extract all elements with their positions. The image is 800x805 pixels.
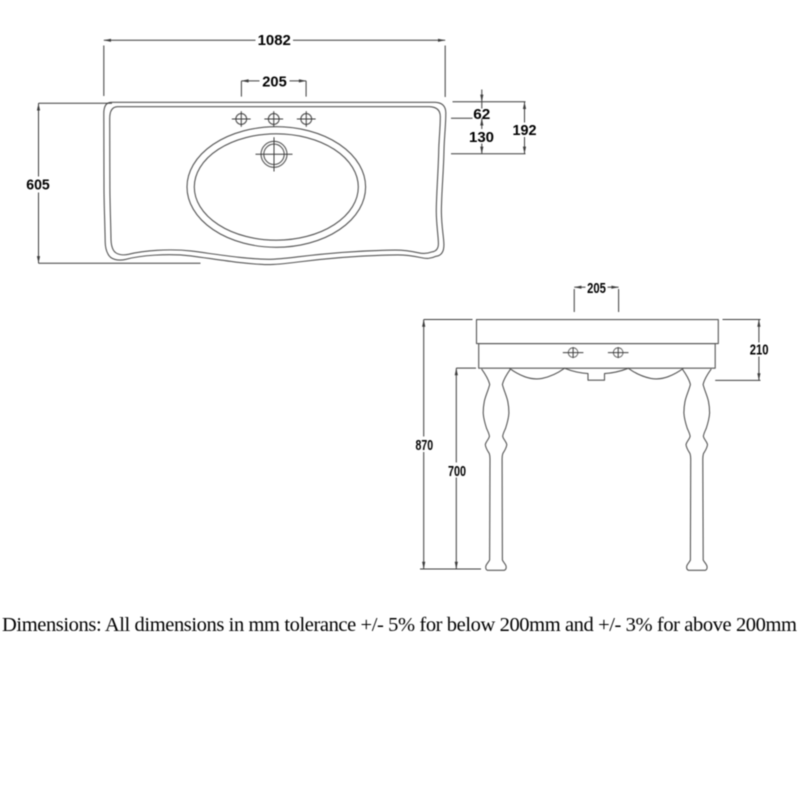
svg-text:Dimensions: All dimensions in: Dimensions: All dimensions in mm toleran… (2, 614, 797, 636)
svg-text:130: 130 (469, 129, 494, 146)
svg-text:870: 870 (416, 437, 434, 454)
svg-text:205: 205 (587, 280, 606, 297)
svg-text:192: 192 (513, 122, 537, 139)
svg-text:605: 605 (26, 177, 50, 194)
svg-text:1082: 1082 (258, 32, 291, 49)
svg-text:62: 62 (473, 106, 490, 123)
svg-text:700: 700 (448, 463, 466, 480)
svg-text:205: 205 (262, 74, 287, 91)
svg-text:210: 210 (750, 342, 769, 359)
